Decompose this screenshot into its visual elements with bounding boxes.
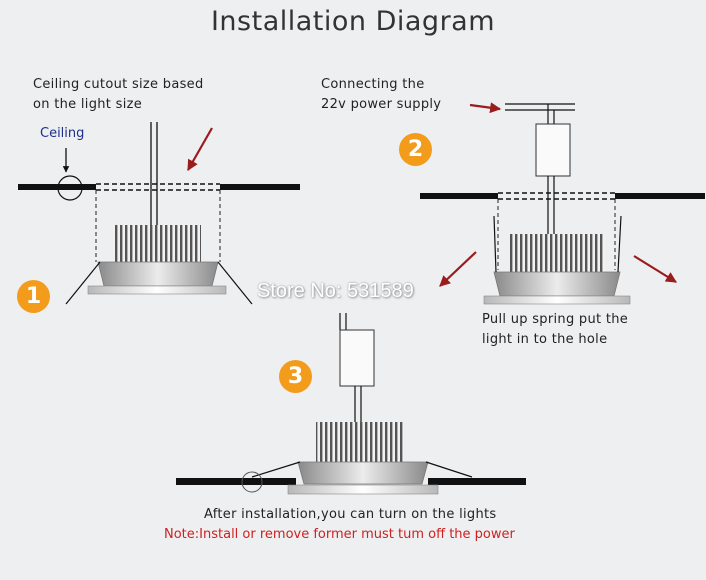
step1-housing	[97, 261, 219, 287]
step1-heatsink	[113, 225, 201, 262]
step3-driver-box	[339, 329, 375, 387]
step2-heatsink	[510, 234, 605, 272]
step1-cutout-arrow	[187, 127, 213, 171]
step2-power-arrow	[469, 102, 502, 114]
step1-drawing	[18, 122, 300, 305]
power-label-line2: 22v power supply	[321, 97, 442, 112]
power-off-note: Note:Install or remove former must tum o…	[164, 527, 515, 542]
step1-ceiling-circle	[57, 175, 83, 201]
step3-heatsink	[316, 422, 404, 462]
step-badge-2: 2	[399, 133, 432, 166]
step2-housing	[493, 271, 621, 297]
step3-spring-circle	[241, 471, 263, 493]
step3-ceiling-right	[428, 478, 526, 485]
step-badge-3: 3	[279, 360, 312, 393]
after-installation-text: After installation,you can turn on the l…	[204, 507, 497, 522]
ceiling-label: Ceiling	[40, 126, 85, 141]
step3-spring-left	[251, 461, 301, 478]
spring-label-line2: light in to the hole	[482, 332, 608, 347]
step2-ceiling-right	[615, 193, 705, 199]
cutout-label-line1: Ceiling cutout size based	[33, 77, 204, 92]
step1-ceiling-left	[18, 184, 96, 190]
step2-spring-arrow-left	[439, 251, 477, 287]
step2-spring-right	[617, 215, 622, 273]
store-watermark: Store No: 531589	[257, 280, 414, 302]
step1-spring-right	[217, 261, 253, 305]
step2-ceiling-left	[420, 193, 498, 199]
page-title: Installation Diagram	[210, 6, 496, 37]
step2-drawing	[420, 102, 705, 305]
power-label-line1: Connecting the	[321, 77, 425, 92]
step2-driver-box	[535, 123, 571, 177]
step3-drawing	[176, 313, 526, 495]
step1-spring-left	[65, 261, 101, 305]
spring-label-line1: Pull up spring put the	[482, 312, 629, 327]
step3-spring-right	[425, 461, 473, 478]
step-badge-1: 1	[17, 280, 50, 313]
cutout-label-line2: on the light size	[33, 97, 143, 112]
step3-housing	[297, 461, 429, 485]
step3-ceiling-left	[176, 478, 296, 485]
step2-spring-arrow-right	[633, 255, 677, 283]
step1-ceiling-right	[220, 184, 300, 190]
step2-spring-left	[493, 215, 497, 273]
